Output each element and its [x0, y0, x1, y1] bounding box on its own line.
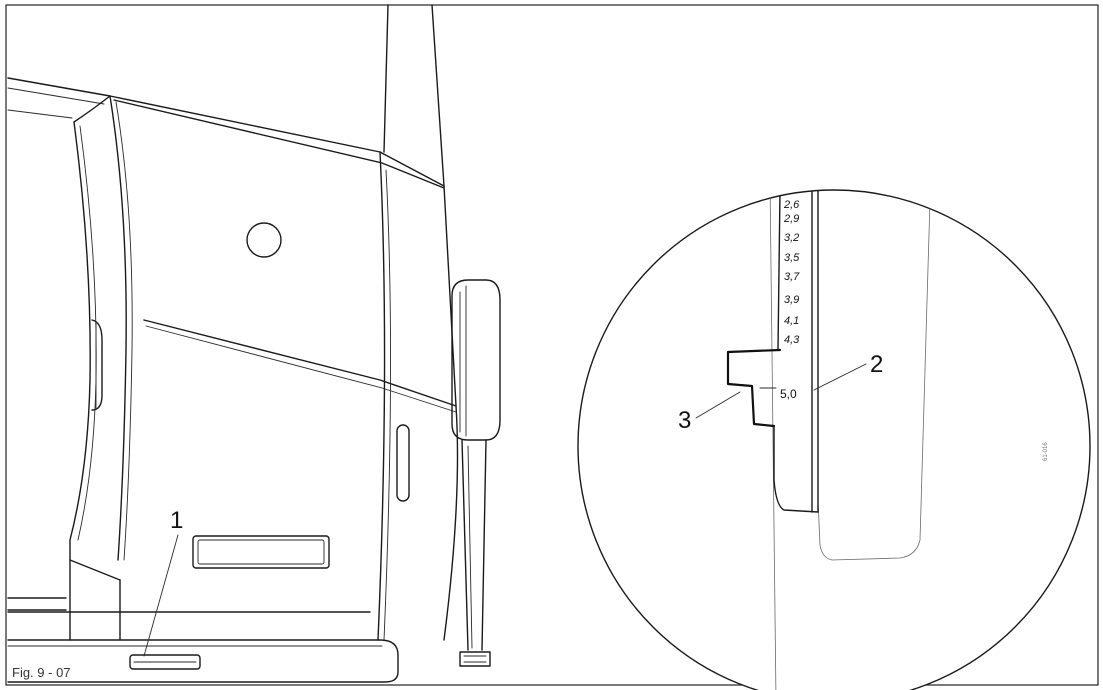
scale-mark: 2,6 — [783, 199, 800, 211]
scale-markings: 2,6 2,9 3,2 3,5 3,7 3,9 4,1 4,3 5,0 — [759, 199, 800, 401]
scale-setting-value: 5,0 — [780, 387, 797, 401]
scale-mark: 3,2 — [784, 232, 799, 244]
scale-mark: 4,3 — [784, 334, 800, 346]
figure-caption: Fig. 9 - 07 — [12, 665, 71, 680]
scale-mark: 3,9 — [784, 294, 799, 306]
leader-line-2 — [813, 363, 867, 391]
figure-frame — [5, 4, 1099, 686]
callout-1: 1 — [170, 507, 183, 534]
scale-mark: 3,7 — [784, 271, 800, 283]
machine-illustration — [7, 4, 501, 683]
detail-circle — [577, 189, 1091, 690]
callout-2: 2 — [870, 351, 883, 378]
callout-3: 3 — [678, 407, 691, 434]
scale-mark: 2,9 — [783, 213, 799, 225]
leader-line-3 — [695, 391, 741, 419]
drawing-code: 61-016 — [1043, 442, 1049, 461]
leader-line-1 — [143, 534, 179, 657]
scale-mark: 4,1 — [784, 315, 799, 327]
scale-mark: 3,5 — [784, 252, 800, 264]
